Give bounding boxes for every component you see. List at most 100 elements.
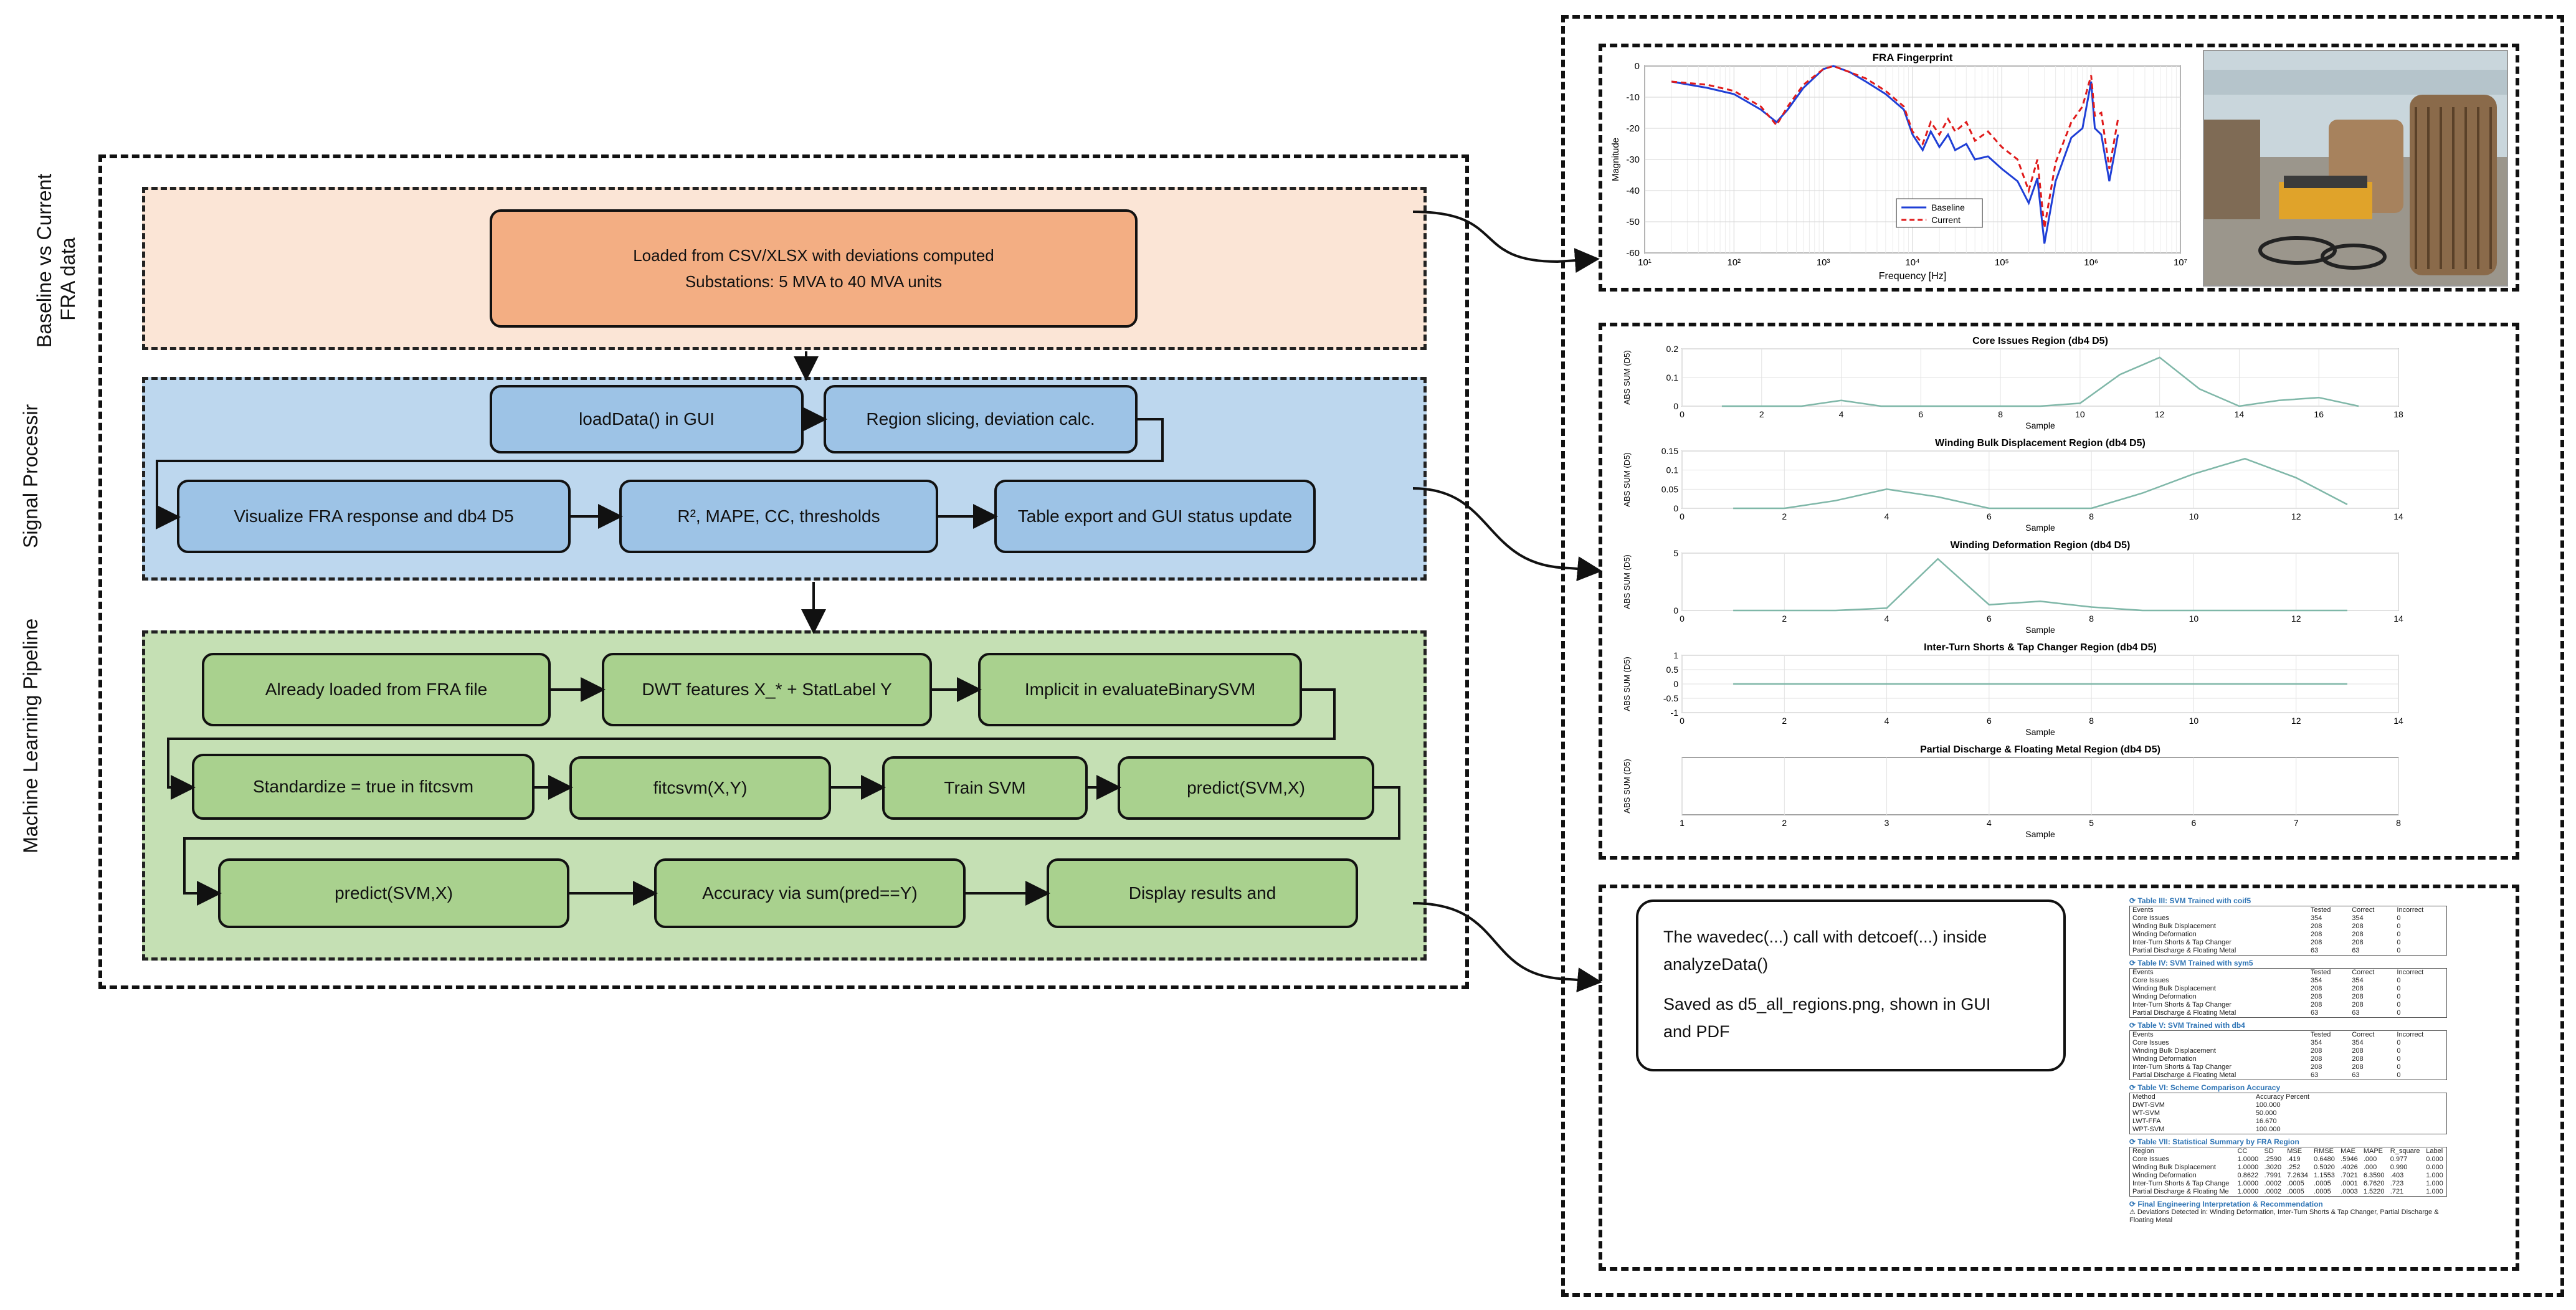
node-region-slicing: Region slicing, deviation calc. (824, 385, 1138, 453)
region-xtick: 2 (1782, 818, 1787, 828)
table-cell: Correct (2352, 969, 2375, 976)
table-cell: 0.8622 (2237, 1172, 2259, 1179)
table-cell: LWT-FFA (2132, 1118, 2161, 1125)
region-xtick: 0 (1680, 511, 1685, 521)
region-xtick: 8 (2089, 614, 2094, 624)
note-line-2: analyzeData() (1663, 955, 1769, 974)
table-cell: 0.977 (2390, 1156, 2408, 1163)
region-title: Winding Bulk Displacement Region (db4 D5… (1935, 438, 2146, 449)
node-metrics: R², MAPE, CC, thresholds (619, 480, 938, 553)
fra-xtick: 10² (1727, 257, 1741, 268)
table-cell: WT-SVM (2132, 1109, 2160, 1117)
fra-xlabel: Frequency [Hz] (1879, 271, 1946, 282)
table-cell: 354 (2352, 1039, 2364, 1047)
region-xtick: 6 (1987, 511, 1992, 521)
table-cell: .419 (2287, 1156, 2301, 1163)
table-cell: .0005 (2314, 1180, 2331, 1187)
region-ylabel: ABS SUM (D5) (1622, 759, 1632, 813)
table-cell: 1.0000 (2237, 1180, 2259, 1187)
table-cell: 100.000 (2255, 1126, 2281, 1133)
region-xtick: 14 (2393, 511, 2403, 521)
table-cell: 0 (2397, 1001, 2401, 1009)
fra-xtick: 10⁷ (2174, 257, 2187, 268)
region-xtick: 12 (2155, 409, 2165, 419)
table-cell: Winding Bulk Displacement (2132, 1047, 2216, 1055)
region-xtick: 14 (2393, 716, 2403, 726)
table-cell: 354 (2352, 914, 2364, 922)
note-line-3: Saved as d5_all_regions.png, shown in GU… (1663, 995, 1991, 1013)
table-cell: 0 (2397, 1009, 2401, 1017)
region-xtick: 10 (2075, 409, 2085, 419)
table-cell: .3020 (2264, 1164, 2282, 1171)
node-load-csv-line-1: Loaded from CSV/XLSX with deviations com… (633, 246, 994, 265)
table-cell: SD (2264, 1147, 2274, 1155)
region-xtick: 16 (2314, 409, 2324, 419)
region-xlabel: Sample (2025, 829, 2055, 839)
region-ytick: -1 (1671, 708, 1679, 718)
table-cell: 1.000 (2426, 1180, 2443, 1187)
table-cell: 63 (2352, 1009, 2360, 1017)
table-cell: .723 (2390, 1180, 2404, 1187)
region-xtick: 6 (2192, 818, 2197, 828)
panel-fra-fingerprint (1599, 44, 2519, 292)
table-cell: 208 (2352, 1063, 2364, 1071)
table-cell: .0005 (2287, 1188, 2304, 1195)
table-cell: 208 (2310, 931, 2322, 938)
table-cell: 0 (2397, 985, 2401, 992)
fra-ytick: -40 (1626, 186, 1640, 196)
table-cell: 0 (2397, 939, 2401, 946)
region-series-line (1733, 457, 2348, 510)
table-cell: CC (2237, 1147, 2248, 1155)
table-cell: .5946 (2341, 1156, 2358, 1163)
region-series-line (1721, 356, 2359, 407)
region-xtick: 6 (1918, 409, 1923, 419)
table-cell: 1.1553 (2314, 1172, 2335, 1179)
table-title: ⟳ Table V: SVM Trained with db4 (2129, 1021, 2245, 1030)
table-cell: Tested (2310, 906, 2331, 914)
node-visualize: Visualize FRA response and db4 D5 (177, 480, 571, 553)
region-xtick: 18 (2393, 409, 2403, 419)
table-cell: Region (2132, 1147, 2154, 1155)
region-ylabel: ABS SUM (D5) (1622, 452, 1632, 506)
table-cell: Incorrect (2397, 906, 2424, 914)
table-cell: 208 (2352, 923, 2364, 930)
region-ytick: -0.5 (1663, 693, 1678, 703)
fra-ytick: 0 (1635, 61, 1640, 72)
region-ytick: 0.1 (1666, 465, 1679, 475)
table-cell: Events (2132, 969, 2154, 976)
table-cell: R_square (2390, 1147, 2420, 1155)
fra-xtick: 10¹ (1638, 257, 1652, 268)
region-ytick: 5 (1673, 548, 1678, 558)
table-cell: 0.6480 (2314, 1156, 2335, 1163)
table-cell: Inter-Turn Shorts & Tap Changer (2132, 939, 2231, 946)
table-cell: Partial Discharge & Floating Metal (2132, 947, 2236, 954)
region-xtick: 12 (2291, 511, 2301, 521)
node-train-svm: Train SVM (882, 756, 1088, 820)
table-cell: .000 (2363, 1164, 2377, 1171)
table-row: LWT-FFA 16.670 (2130, 1118, 2447, 1126)
band-signal-processor-label: Signal Processir (19, 404, 42, 548)
table-cell: RMSE (2314, 1147, 2334, 1155)
table-cell: 0 (2397, 1039, 2401, 1047)
region-xtick: 4 (1839, 409, 1844, 419)
table-cell: 354 (2310, 1039, 2322, 1047)
table-cell: 208 (2310, 939, 2322, 946)
table-cell: 0 (2397, 993, 2401, 1000)
region-xtick: 2 (1782, 511, 1787, 521)
region-ytick: 1 (1673, 650, 1678, 660)
fra-ytick: -30 (1626, 154, 1640, 165)
transformer-photo (2203, 50, 2508, 287)
table-cell: 16.670 (2255, 1118, 2277, 1125)
table-cell: 208 (2352, 939, 2364, 946)
table-cell: Core Issues (2132, 914, 2169, 922)
fra-ylabel: Magnitude (1610, 138, 1621, 181)
